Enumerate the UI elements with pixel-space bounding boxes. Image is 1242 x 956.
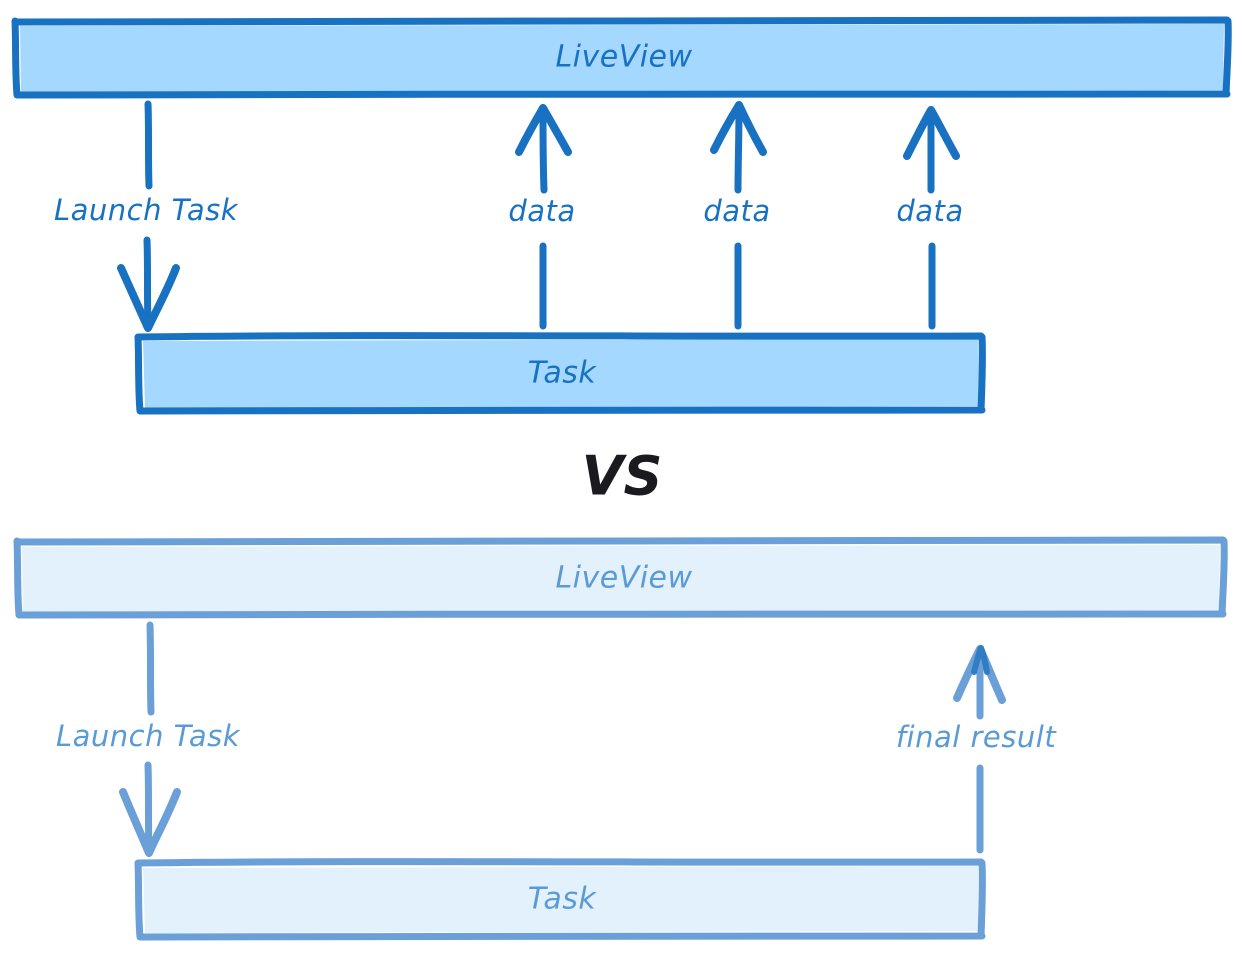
task-bottom-label: Task bbox=[528, 882, 598, 917]
launch-task-top-label: Launch Task bbox=[54, 193, 239, 227]
liveview-top-label: LiveView bbox=[555, 40, 692, 75]
launch-task-bottom-arrow[interactable]: Launch Task bbox=[56, 621, 241, 857]
data-arrow-2-shaft-upper bbox=[734, 102, 743, 194]
launch-task-top-arrow[interactable]: Launch Task bbox=[54, 100, 239, 332]
final-result-arrow[interactable]: final result bbox=[896, 645, 1058, 854]
task-bottom-box-outline bbox=[134, 858, 986, 941]
await-panel: LiveView Launch Task final result bbox=[13, 536, 1228, 941]
liveview-bottom-box-fill bbox=[22, 545, 1220, 612]
data-arrow-2-label: data bbox=[703, 194, 770, 228]
task-bottom-box[interactable]: Task bbox=[134, 858, 986, 941]
launch-task-top-shaft-lower bbox=[143, 236, 152, 330]
data-arrow-3[interactable]: data bbox=[896, 106, 963, 330]
liveview-bottom-label: LiveView bbox=[555, 561, 692, 596]
vs-separator-label: VS bbox=[582, 445, 663, 508]
liveview-top-box-fill bbox=[20, 24, 1224, 92]
liveview-bottom-box[interactable]: LiveView bbox=[13, 536, 1228, 619]
launch-task-bottom-shaft-lower bbox=[144, 761, 153, 856]
streaming-panel: LiveView Launch Task data dat bbox=[11, 16, 1232, 415]
liveview-bottom-box-outline bbox=[13, 536, 1228, 619]
task-top-box-fill bbox=[143, 339, 980, 408]
data-arrow-1-shaft-upper bbox=[539, 106, 548, 194]
launch-task-bottom-shaft-upper bbox=[146, 621, 155, 716]
launch-task-top-shaft-upper bbox=[144, 100, 153, 190]
launch-task-bottom-label: Launch Task bbox=[56, 719, 241, 753]
data-arrow-3-label: data bbox=[896, 194, 963, 228]
launch-task-bottom-arrowhead bbox=[119, 788, 181, 857]
launch-task-top-arrowhead bbox=[117, 264, 180, 332]
data-arrow-2-arrowhead bbox=[710, 101, 767, 156]
task-bottom-box-fill bbox=[143, 866, 980, 933]
data-arrow-1-label: data bbox=[508, 194, 575, 228]
data-arrow-2[interactable]: data bbox=[703, 101, 770, 330]
data-arrow-3-arrowhead bbox=[903, 106, 960, 160]
liveview-top-box-outline bbox=[11, 16, 1232, 99]
liveview-top-box[interactable]: LiveView bbox=[11, 16, 1232, 99]
task-top-label: Task bbox=[528, 356, 598, 391]
task-top-box[interactable]: Task bbox=[134, 332, 986, 415]
task-top-box-outline bbox=[134, 332, 986, 415]
data-arrow-1-arrowhead bbox=[515, 104, 572, 156]
final-result-arrowhead-accent bbox=[971, 645, 990, 675]
data-arrow-1[interactable]: data bbox=[508, 104, 575, 330]
final-result-label: final result bbox=[896, 720, 1058, 754]
